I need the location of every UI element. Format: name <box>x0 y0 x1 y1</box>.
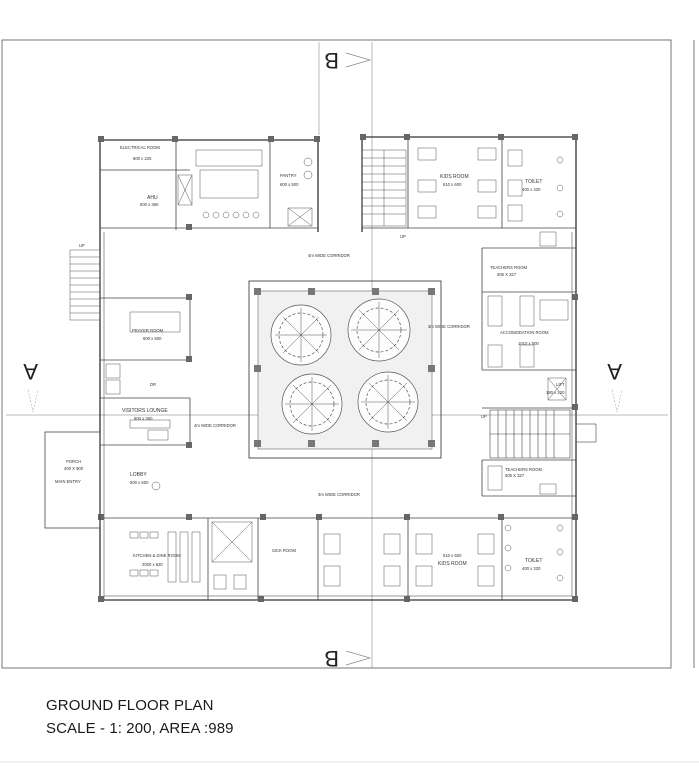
label-kitchen-dine-room: KITCHEN & DINE ROOM <box>133 553 181 558</box>
section-marker-b-top: B <box>324 48 372 73</box>
section-marker-a-right: A <box>607 359 623 413</box>
section-b-label-top: B <box>324 48 339 73</box>
section-a-label-left: A <box>23 359 38 384</box>
courtyard-trees <box>270 298 419 435</box>
stair-top-middle <box>361 149 407 227</box>
label-corridor-right: 3m WIDE CORRIDOR <box>428 324 470 329</box>
label-sick-room: SICK ROOM <box>272 548 296 553</box>
dim-teachers-room-top: 305 X 327 <box>497 272 517 277</box>
stair-label-middle: UP <box>400 234 406 239</box>
label-lift: LIFT <box>556 382 565 387</box>
label-corridor-bottom: 3m WIDE CORRIDOR <box>318 492 360 497</box>
porch-outline <box>44 431 101 529</box>
room-labels: ELECTRICAL ROOM 600 x 225 AHU 600 x 360 … <box>55 145 565 571</box>
dim-lift: 180 x 220 <box>546 390 565 395</box>
stair-top-left <box>69 249 101 321</box>
label-main-entry: MAIN ENTRY <box>55 479 81 484</box>
dim-toilet-bottom: 400 x 330 <box>522 566 541 571</box>
dim-pantry: 600 x 500 <box>280 182 299 187</box>
stair-label-right: UP <box>481 414 487 419</box>
dim-kitchen-dine-room: 2000 x 620 <box>142 562 163 567</box>
label-lobby: LOBBY <box>130 472 147 478</box>
dim-electrical-room: 600 x 225 <box>133 156 152 161</box>
plan-title: GROUND FLOOR PLAN <box>46 697 214 714</box>
dim-visitors-lounge: 600 x 360 <box>134 416 153 421</box>
label-toilet-bottom: TOILET <box>525 558 542 564</box>
dim-kids-room-bottom: 610 x 600 <box>443 553 462 558</box>
label-corridor-top: 4m WIDE CORRIDOR <box>308 253 350 258</box>
sheet-border <box>1 39 672 669</box>
stair-right <box>489 409 597 459</box>
label-teachers-room-top: TEACHERS ROOM <box>490 265 528 270</box>
plan-scale: SCALE - 1: 200, AREA :989 <box>46 720 234 737</box>
label-dr: DR <box>150 382 156 387</box>
dim-prayer-room: 600 x 600 <box>143 336 162 341</box>
label-toilet-top: TOILET <box>525 179 542 185</box>
section-marker-b-bottom: B <box>324 646 372 671</box>
label-kids-room-bottom: KIDS ROOM <box>438 561 467 567</box>
interior-walls <box>100 137 576 600</box>
label-accomodation-room: ACCOMODATION ROOM <box>500 330 549 335</box>
dim-toilet-top: 400 x 330 <box>522 187 541 192</box>
label-teachers-room-bottom: TEACHERS ROOM <box>505 467 543 472</box>
dim-lobby: 500 x 600 <box>130 480 149 485</box>
label-pantry: PANTRY <box>280 173 297 178</box>
label-ahu: AHU <box>147 195 158 201</box>
label-corridor-left: 4m WIDE CORRIDOR <box>194 423 236 428</box>
furniture <box>105 147 569 590</box>
dim-teachers-room-bottom: 305 X 327 <box>505 473 525 478</box>
dim-accomodation-room: 1010 x 500 <box>518 341 539 346</box>
section-marker-a-left: A <box>23 359 39 413</box>
label-prayer-room: PRAYER ROOM <box>132 328 164 333</box>
label-visitors-lounge: VISITORS LOUNGE <box>122 408 168 414</box>
dim-kids-room-top: 610 x 600 <box>443 182 462 187</box>
structural-columns <box>98 134 578 602</box>
label-porch: PORCH <box>66 459 81 464</box>
section-b-label-bottom: B <box>324 646 339 671</box>
stair-label-left: UP <box>79 243 85 248</box>
label-electrical-room: ELECTRICAL ROOM <box>120 145 160 150</box>
label-kids-room-top: KIDS ROOM <box>440 174 469 180</box>
dim-ahu: 600 x 360 <box>140 202 159 207</box>
central-courtyard <box>248 280 442 459</box>
dim-porch: 400 X 900 <box>64 466 84 471</box>
section-a-label-right: A <box>607 359 622 384</box>
